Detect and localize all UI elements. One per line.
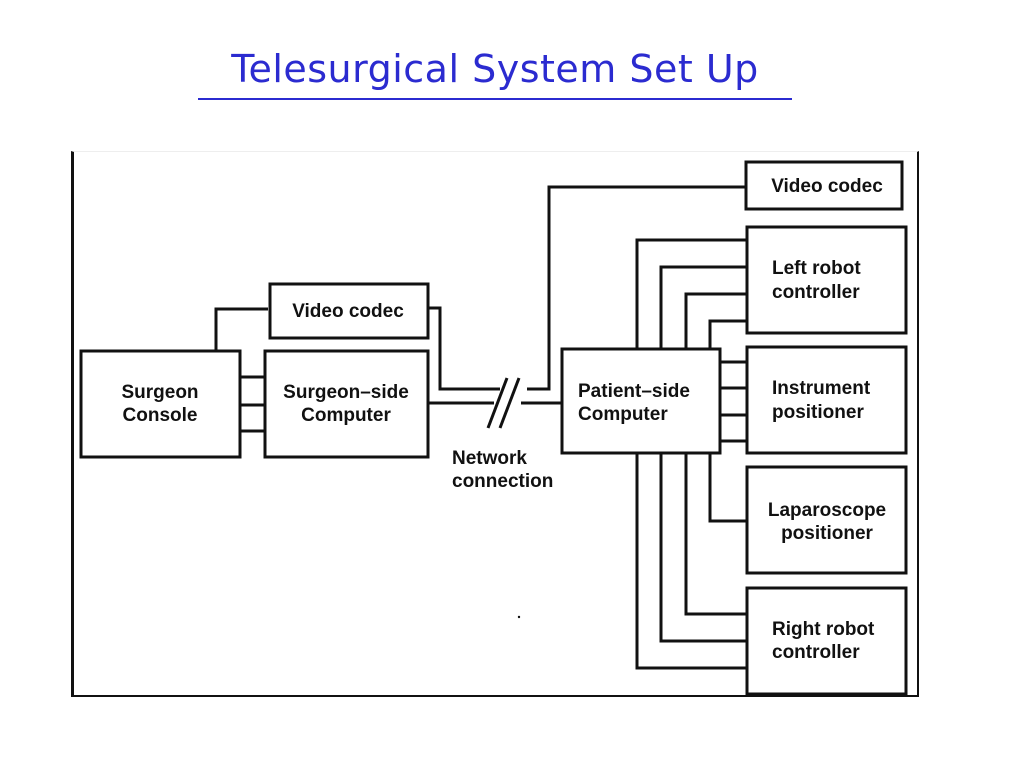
left-robot-controller-box [745,225,908,335]
edge-console-codec [214,307,268,351]
network-label-line1: Network [452,448,527,469]
video-codec-right-label: Video codec [771,176,883,197]
surgeon-console-label-line2: Console [123,405,198,426]
surgeon-console-box [79,349,242,459]
laparoscope-positioner-label-line2: positioner [781,523,873,544]
edge-codec-network-a [428,306,500,391]
edge-psc-right-robot-2 [659,453,747,643]
surgeon-side-computer-label-line2: Computer [301,405,391,426]
patient-side-computer-label-line1: Patient–side [578,381,690,402]
slide-title: Telesurgical System Set Up [231,47,759,91]
video-codec-left-box [268,282,430,340]
edge-psc-left-robot-3 [684,292,747,349]
video-codec-left-label: Video codec [292,301,404,322]
patient-side-computer-label-line2: Computer [578,404,668,425]
edge-psc-right-robot-3 [635,453,747,670]
patient-side-computer-box [560,347,722,455]
surgeon-console-label-line1: Surgeon [121,382,198,403]
left-robot-controller-label-line1: Left robot [772,258,861,279]
edge-psc-left-robot-4 [708,319,747,349]
title-underline [198,98,792,100]
surgeon-side-computer-label-line1: Surgeon–side [283,382,409,403]
left-robot-controller-label-line2: controller [772,282,860,303]
network-break-slash-1 [486,377,509,429]
instrument-positioner-label-line2: positioner [772,402,864,423]
network-label-line2: connection [452,471,553,492]
laparoscope-positioner-label-line1: Laparoscope [768,500,886,521]
edge-codec-network-b [527,185,746,391]
surgeon-side-computer-box [263,349,430,459]
right-robot-controller-box [745,586,908,696]
edge-psc-right-robot-1 [684,453,747,616]
edge-psc-left-robot-2 [659,265,747,349]
right-robot-controller-label-line1: Right robot [772,619,875,640]
edge-psc-left-robot-1 [635,238,747,349]
stray-mark [517,615,521,619]
right-robot-controller-label-line2: controller [772,642,860,663]
instrument-positioner-box [745,345,908,455]
network-break-slash-2 [498,377,521,429]
edge-psc-laparoscope [708,453,747,523]
diagram-frame [71,151,919,697]
instrument-positioner-label-line1: Instrument [772,378,871,399]
